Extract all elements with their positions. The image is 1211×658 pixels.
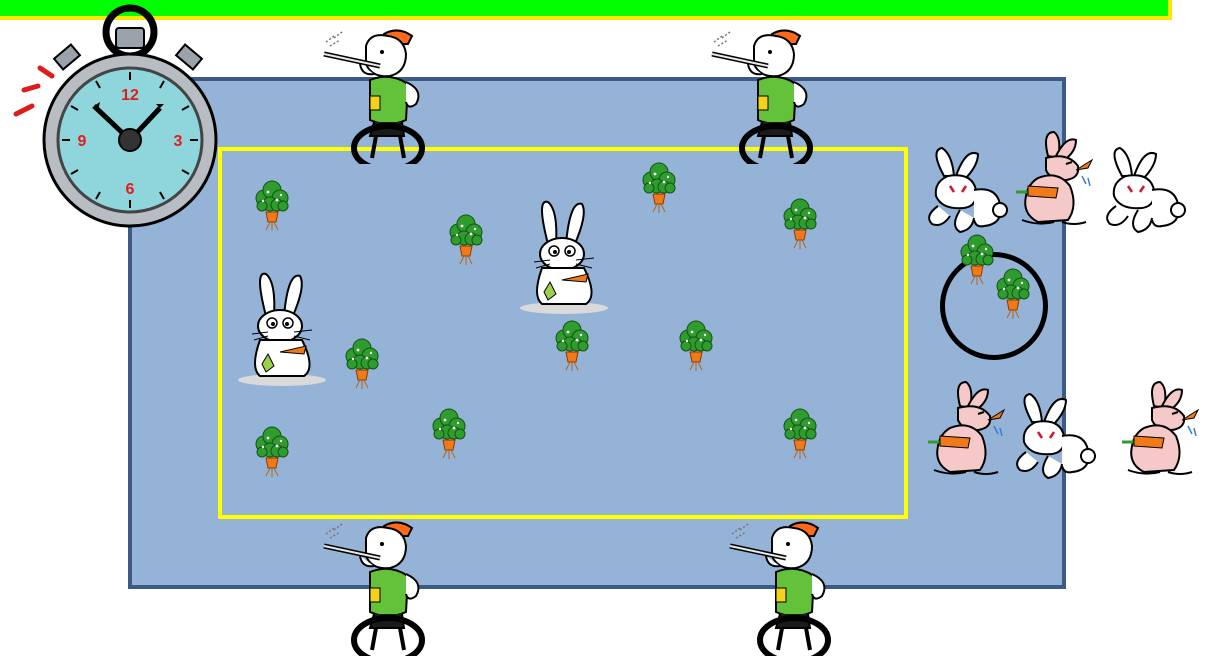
carrot-icon [250, 178, 294, 242]
dial-number-9: 9 [78, 133, 87, 150]
carrot-icon [637, 160, 681, 224]
carrot-icon [550, 318, 594, 382]
carrot-icon [674, 318, 718, 382]
carrot-icon [778, 196, 822, 260]
dial-number-6: 6 [126, 181, 135, 198]
white-rabbit-icon [514, 196, 614, 316]
carrot-icon [427, 406, 471, 470]
white-rabbit-icon [920, 146, 1010, 236]
white-rabbit-icon [1008, 392, 1098, 482]
hunter-bottom-right [726, 516, 846, 656]
carrot-icon [444, 212, 488, 276]
dial-number-12: 12 [121, 87, 139, 104]
carrot-icon [991, 266, 1035, 330]
carrot-icon [250, 424, 294, 488]
dial-number-3: 3 [174, 133, 183, 150]
pink-rabbit-with-carrot-icon [1114, 380, 1204, 480]
pink-rabbit-with-carrot-icon [920, 380, 1010, 480]
stopwatch-icon: 12 3 6 9 [10, 2, 225, 232]
carrot-icon [340, 336, 384, 400]
hunter-bottom-left [320, 516, 440, 656]
white-rabbit-icon [1098, 146, 1188, 236]
carrot-icon [778, 406, 822, 470]
hunter-top-right [708, 24, 828, 164]
pink-rabbit-with-carrot-icon [1008, 130, 1098, 230]
white-rabbit-icon [232, 268, 332, 388]
hunter-top-left [320, 24, 440, 164]
